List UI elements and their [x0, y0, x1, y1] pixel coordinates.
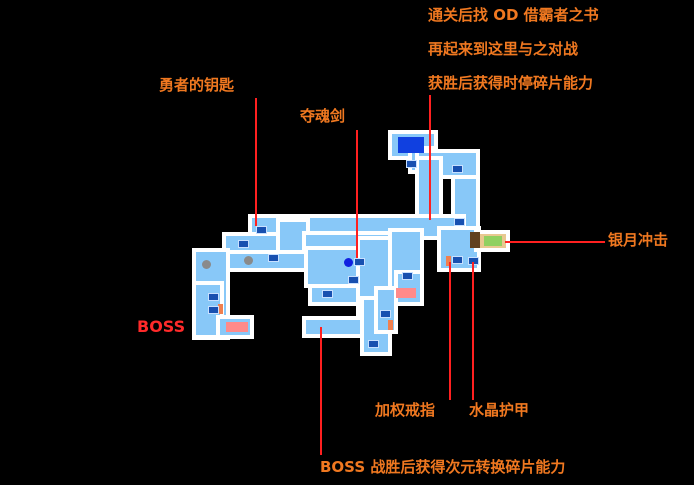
warp-orb-icon [202, 260, 211, 269]
treasure-chest-icon [208, 293, 219, 301]
warp-orb-icon [244, 256, 253, 265]
door-icon [388, 320, 393, 330]
pointer-line [429, 95, 431, 220]
pointer-line [472, 262, 474, 400]
crystal-armor-label: 水晶护甲 [469, 401, 530, 419]
top-note-line2: 再起来到这里与之对战 [428, 40, 579, 58]
treasure-chest-icon [256, 226, 267, 234]
soul-sword-label: 夺魂剑 [300, 107, 346, 125]
pointer-line [505, 241, 605, 243]
treasure-chest-icon [348, 276, 359, 284]
treasure-chest-icon [268, 254, 279, 262]
hero-key-label: 勇者的钥匙 [159, 76, 235, 94]
treasure-chest-icon [380, 310, 391, 318]
treasure-chest-icon [238, 240, 249, 248]
treasure-chest-icon [322, 290, 333, 298]
treasure-chest-icon [402, 272, 413, 280]
silver-moon-label: 银月冲击 [608, 231, 669, 249]
door-icon [218, 304, 223, 314]
pointer-line [255, 98, 257, 226]
pointer-line [320, 327, 322, 455]
map-room [200, 254, 306, 268]
green-room [484, 236, 502, 246]
boss-label: BOSS [137, 317, 186, 336]
treasure-chest-icon [452, 165, 463, 173]
blue-room [398, 137, 424, 153]
door-icon [446, 256, 451, 266]
treasure-chest-icon [406, 160, 417, 168]
dark-room [470, 232, 480, 248]
treasure-chest-icon [354, 258, 365, 266]
top-note-line1: 通关后找 OD 借霸者之书 [428, 6, 599, 24]
treasure-chest-icon [208, 306, 219, 314]
boss-room-icon [396, 288, 416, 298]
pointer-line [356, 130, 358, 258]
power-ring-label: 加权戒指 [375, 401, 436, 419]
bottom-note: BOSS 战胜后获得次元转换碎片能力 [320, 458, 566, 476]
treasure-chest-icon [454, 218, 465, 226]
player-marker-icon [344, 258, 353, 267]
treasure-chest-icon [452, 256, 463, 264]
boss-room-icon [226, 322, 248, 332]
top-note-line3: 获胜后获得时停碎片能力 [428, 74, 594, 92]
pointer-line [449, 262, 451, 400]
treasure-chest-icon [368, 340, 379, 348]
